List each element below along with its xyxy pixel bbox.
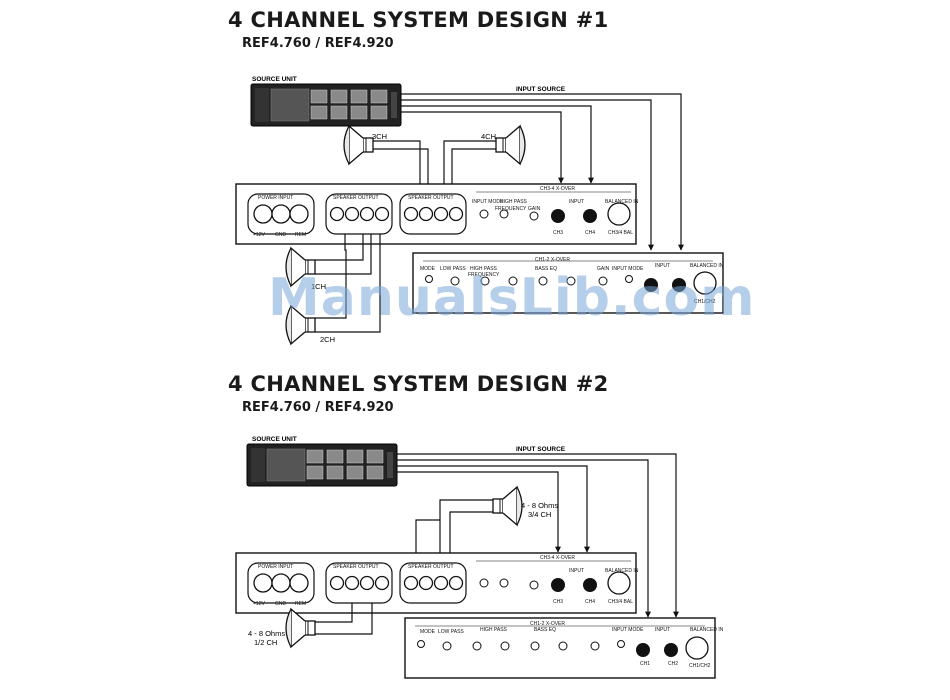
design2-ch2-label: CH2 bbox=[668, 661, 678, 667]
design2-head-unit bbox=[246, 443, 398, 487]
design2-input-source-label: INPUT SOURCE bbox=[516, 446, 566, 453]
design1-high-pass-label: HIGH PASS bbox=[500, 199, 528, 205]
design1-speaker-output-label: SPEAKER OUTPUT bbox=[333, 195, 379, 201]
design2-low-pass-label: LOW PASS bbox=[438, 629, 464, 635]
design1-speaker-4ch bbox=[495, 125, 526, 165]
design2-speaker-output2-label: SPEAKER OUTPUT bbox=[408, 564, 454, 570]
design2-ohms12-a: 4 - 8 Ohms bbox=[248, 629, 285, 638]
design2-diagram: SOURCE UNIT INPUT SOURCE 4 - 8 Ohms 3/4 … bbox=[235, 436, 724, 679]
design1-input-mode2-label: INPUT MODE bbox=[612, 266, 644, 272]
design2-rem-label: REM bbox=[295, 601, 306, 607]
design2-speaker-12ch bbox=[285, 608, 316, 648]
watermark: ManualsLib.com bbox=[268, 268, 756, 328]
design1-input-label: INPUT bbox=[569, 199, 584, 205]
design1-ch3-label-panel: CH3 bbox=[553, 230, 563, 236]
design2-mode-label: MODE bbox=[420, 629, 436, 635]
design2-ch12-label: CH1/CH2 bbox=[689, 663, 711, 669]
design2-speaker-34ch bbox=[492, 486, 523, 526]
design2-ohms34-b: 3/4 CH bbox=[528, 510, 551, 519]
design2-balanced-in2-label: BALANCED IN bbox=[690, 627, 724, 633]
design1-balanced-in2-label: BALANCED IN bbox=[690, 263, 724, 269]
design2-ch1-label: CH1 bbox=[640, 661, 650, 667]
design2-balanced-in-label: BALANCED IN bbox=[605, 568, 639, 574]
design1-models: REF4.760 / REF4.920 bbox=[242, 36, 394, 51]
design1-power-input-label: POWER INPUT bbox=[258, 195, 293, 201]
design1-head-unit bbox=[250, 83, 402, 127]
design1-title: 4 CHANNEL SYSTEM DESIGN #1 bbox=[228, 8, 609, 32]
design2-ch4-label-panel: CH4 bbox=[585, 599, 595, 605]
design2-high-pass-label: HIGH PASS bbox=[480, 627, 508, 633]
design2-ohms34-a: 4 - 8 Ohms bbox=[521, 501, 558, 510]
design2-gnd-label: GND bbox=[275, 601, 287, 607]
design2-models: REF4.760 / REF4.920 bbox=[242, 400, 394, 415]
design1-source-unit-label: SOURCE UNIT bbox=[252, 76, 297, 83]
design1-bass-eq-label: BASS EQ bbox=[535, 266, 557, 272]
design2-input-label: INPUT bbox=[569, 568, 584, 574]
design1-mode-label: MODE bbox=[420, 266, 436, 272]
design1-low-pass-label: LOW PASS bbox=[440, 266, 466, 272]
design2-ch34-label: CH3/4 BAL bbox=[608, 599, 633, 605]
design1-input-mode-label: INPUT MODE bbox=[472, 199, 504, 205]
design1-frequency2-label: FREQUENCY bbox=[468, 272, 500, 278]
design2-crossover-label: CH3-4 X-OVER bbox=[540, 555, 575, 561]
design1-3ch-label: 3CH bbox=[372, 132, 387, 141]
design1-crossover-label: CH3-4 X-OVER bbox=[540, 186, 575, 192]
design1-ch12-label: CH1/CH2 bbox=[694, 299, 716, 305]
design1-frequency-label: FREQUENCY bbox=[495, 206, 527, 212]
design1-high-pass2-label: HIGH PASS bbox=[470, 266, 498, 272]
design2-power-input-label: POWER INPUT bbox=[258, 564, 293, 570]
design2-input-mode-label: INPUT MODE bbox=[612, 627, 644, 633]
design1-ch4-label-panel: CH4 bbox=[585, 230, 595, 236]
design1-balanced-in-label: BALANCED IN bbox=[605, 199, 639, 205]
design1-gain2-label: GAIN bbox=[597, 266, 610, 272]
design1-gain-label: GAIN bbox=[528, 206, 541, 212]
design2-ch3-label-panel: CH3 bbox=[553, 599, 563, 605]
design1-2ch-label: 2CH bbox=[320, 335, 335, 344]
design1-speaker-output2-label: SPEAKER OUTPUT bbox=[408, 195, 454, 201]
design2-ohms12-b: 1/2 CH bbox=[254, 638, 277, 647]
design1-crossover2-label: CH1-2 X-OVER bbox=[535, 257, 570, 263]
design1-ch34-label: CH3/4 BAL bbox=[608, 230, 633, 236]
design1-input2-label: INPUT bbox=[655, 263, 670, 269]
design2-speaker-output-label: SPEAKER OUTPUT bbox=[333, 564, 379, 570]
design1-4ch-label: 4CH bbox=[481, 132, 496, 141]
design1-speaker-3ch bbox=[343, 125, 374, 165]
design2-12v-label: +12V bbox=[253, 601, 265, 607]
design1-diagram: SOURCE UNIT INPUT SOURCE 3CH 4CH POWER I… bbox=[235, 76, 724, 345]
design2-source-unit-label: SOURCE UNIT bbox=[252, 436, 297, 443]
design1-input-source-label: INPUT SOURCE bbox=[516, 86, 566, 93]
design1-1ch-label: 1CH bbox=[311, 282, 326, 291]
design2-input2-label: INPUT bbox=[655, 627, 670, 633]
design1-12v-label: +12V bbox=[253, 232, 265, 238]
design2-crossover2-label: CH1-2 X-OVER bbox=[530, 621, 565, 627]
design1-gnd-label: GND bbox=[275, 232, 287, 238]
design2-title: 4 CHANNEL SYSTEM DESIGN #2 bbox=[228, 372, 609, 396]
design1-rem-label: REM bbox=[295, 232, 306, 238]
design2-bass-eq-label: BASS EQ bbox=[534, 627, 556, 633]
